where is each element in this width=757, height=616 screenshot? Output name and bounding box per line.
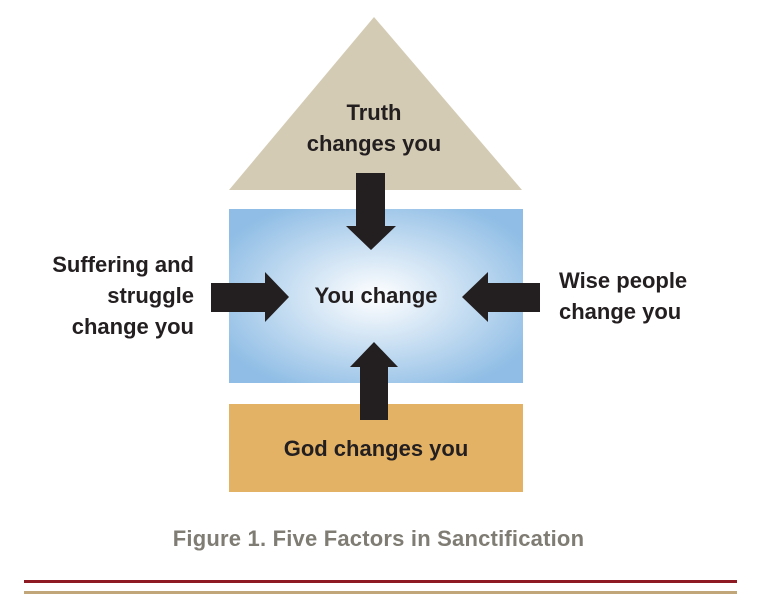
suffering-label-line1: Suffering and bbox=[52, 252, 194, 277]
suffering-label-line3: change you bbox=[71, 314, 194, 339]
wise-people-label-line2: change you bbox=[559, 299, 682, 324]
arrow-down-icon bbox=[346, 173, 396, 250]
suffering-label: Suffering and struggle change you bbox=[10, 249, 194, 342]
wise-people-label-line1: Wise people bbox=[559, 268, 688, 293]
arrow-left-icon bbox=[462, 272, 540, 322]
divider-red bbox=[24, 580, 737, 583]
god-label: God changes you bbox=[283, 436, 469, 461]
wise-people-label: Wise people change you bbox=[559, 265, 749, 327]
divider-tan bbox=[24, 591, 737, 594]
truth-label-line1: Truth bbox=[346, 100, 402, 125]
arrow-up-icon bbox=[350, 342, 398, 420]
truth-label-line2: changes you bbox=[306, 131, 442, 156]
figure-caption: Figure 1. Five Factors in Sanctification bbox=[172, 526, 585, 551]
you-change-label: You change bbox=[314, 283, 438, 308]
truth-label: Truth changes you bbox=[274, 97, 474, 159]
truth-triangle bbox=[229, 17, 522, 190]
arrow-right-icon bbox=[211, 272, 289, 322]
suffering-label-line2: struggle bbox=[107, 283, 194, 308]
